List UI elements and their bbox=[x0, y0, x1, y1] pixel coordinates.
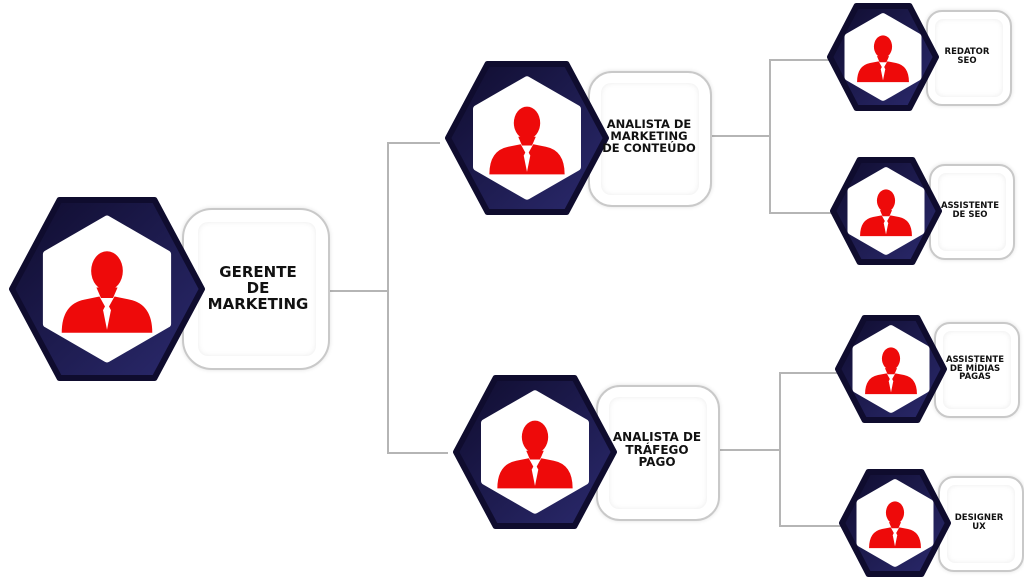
person-icon bbox=[860, 189, 912, 237]
node-card bbox=[926, 10, 1012, 106]
person-icon bbox=[869, 501, 921, 549]
person-icon bbox=[857, 35, 909, 83]
person-icon bbox=[489, 106, 565, 175]
connector-content-bracket bbox=[769, 59, 836, 214]
node-analista-de-trafego-pago: ANALISTA DE TRÁFEGO PAGO bbox=[453, 375, 720, 529]
hexagon-frame bbox=[9, 197, 205, 381]
connector-traffic-bracket bbox=[779, 372, 846, 527]
node-assistente-de-seo: ASSISTENTE DE SEO bbox=[830, 157, 1015, 265]
hexagon-frame bbox=[830, 157, 942, 265]
node-title: DESIGNER UX bbox=[954, 513, 1004, 532]
node-card bbox=[596, 385, 720, 521]
node-designer-ux: DESIGNER UX bbox=[839, 469, 1024, 577]
node-assistente-de-midias-pagas: ASSISTENTE DE MÍDIAS PAGAS bbox=[835, 315, 1020, 423]
hexagon-frame bbox=[839, 469, 951, 577]
hexagon-frame bbox=[827, 3, 939, 111]
node-card bbox=[938, 476, 1024, 572]
node-analista-de-marketing-de-conteudo: ANALISTA DE MARKETING DE CONTEÚDO bbox=[445, 61, 712, 215]
hexagon-frame bbox=[835, 315, 947, 423]
node-gerente-de-marketing: GERENTE DE MARKETING bbox=[9, 197, 330, 381]
person-icon bbox=[61, 251, 153, 333]
node-title: ANALISTA DE TRÁFEGO PAGO bbox=[612, 430, 702, 470]
node-title: GERENTE DE MARKETING bbox=[207, 263, 309, 313]
person-icon bbox=[865, 347, 917, 395]
node-title: ANALISTA DE MARKETING DE CONTEÚDO bbox=[602, 116, 696, 156]
hexagon-frame bbox=[445, 61, 609, 215]
node-redator-seo: REDATOR SEO bbox=[827, 3, 1012, 111]
node-card bbox=[929, 164, 1015, 260]
node-title: REDATOR SEO bbox=[944, 47, 990, 66]
connector-level1-bracket bbox=[387, 142, 448, 454]
node-card bbox=[934, 322, 1020, 418]
node-title: ASSISTENTE DE MÍDIAS PAGAS bbox=[945, 354, 1005, 383]
person-icon bbox=[497, 420, 573, 489]
hexagon-frame bbox=[453, 375, 617, 529]
node-title: ASSISTENTE DE SEO bbox=[940, 201, 1000, 220]
